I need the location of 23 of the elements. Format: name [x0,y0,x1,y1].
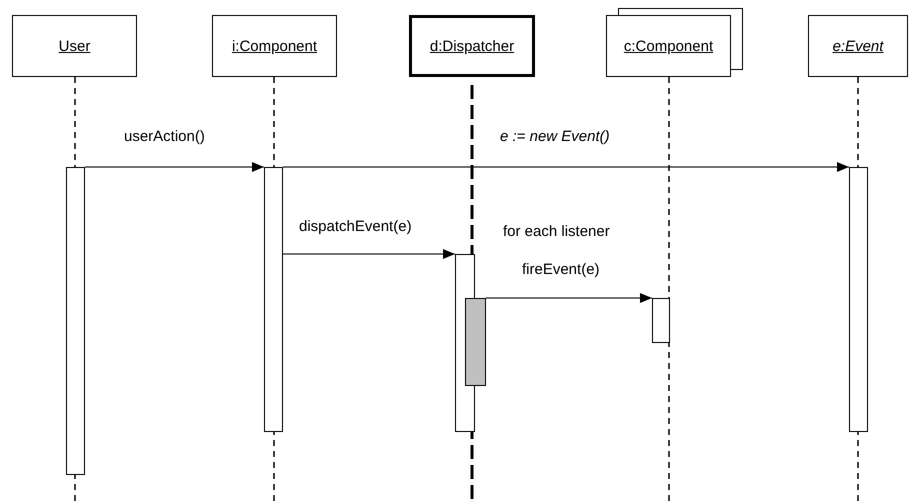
activation-bar [849,167,868,432]
object-box [409,15,535,77]
message-label: fireEvent(e) [522,261,600,278]
object-box [12,15,137,77]
message-arrow [282,162,850,172]
object-name: d:Dispatcher [430,38,514,54]
object-name: c:Component [624,38,714,54]
object-box [212,15,337,77]
object-box [808,15,908,77]
activation-bar [264,167,283,432]
message-arrow [486,293,652,303]
object-name: i:Component [232,38,318,54]
message-arrow [84,162,264,172]
object-name: e:Event [832,38,884,54]
activation-bar [465,298,486,386]
message-label: userAction() [124,128,205,145]
activation-bar [66,167,85,475]
object-name: User [58,38,90,54]
message-label: e := new Event() [500,128,610,145]
message-arrow [282,249,456,259]
message-label: dispatchEvent(e) [299,218,412,235]
object-box-stack [606,8,743,77]
activation-bar [652,298,670,343]
